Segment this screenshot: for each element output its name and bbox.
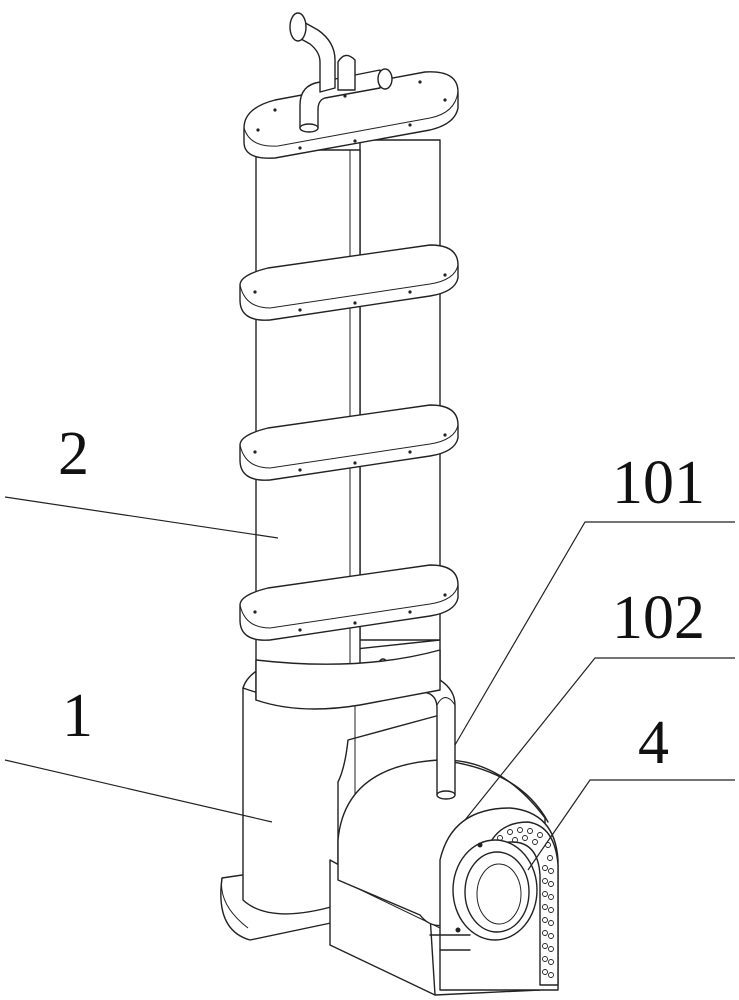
label-101: 101 <box>612 449 705 517</box>
leader-line-102 <box>464 657 735 821</box>
housing-assembly <box>329 759 559 996</box>
flange-plate-2 <box>239 404 459 481</box>
labels: 2 1 101 102 4 <box>58 420 705 777</box>
label-4: 4 <box>638 709 669 777</box>
housing-hood <box>337 759 546 927</box>
label-102: 102 <box>612 584 705 652</box>
leader-line-101 <box>454 521 735 746</box>
leader-line-2 <box>4 496 279 539</box>
flange-plate-1 <box>239 564 459 641</box>
filter-perforations <box>497 827 554 978</box>
label-2: 2 <box>58 420 89 488</box>
leader-line-4 <box>527 779 735 871</box>
top-cap-plate <box>243 71 459 159</box>
flange-plate-3 <box>239 244 459 321</box>
label-1: 1 <box>62 682 93 750</box>
column-base-ring <box>255 649 441 710</box>
leader-line-1 <box>4 759 273 823</box>
column-stack <box>239 71 459 710</box>
top-pipe <box>289 12 393 133</box>
leader-lines <box>4 496 735 871</box>
